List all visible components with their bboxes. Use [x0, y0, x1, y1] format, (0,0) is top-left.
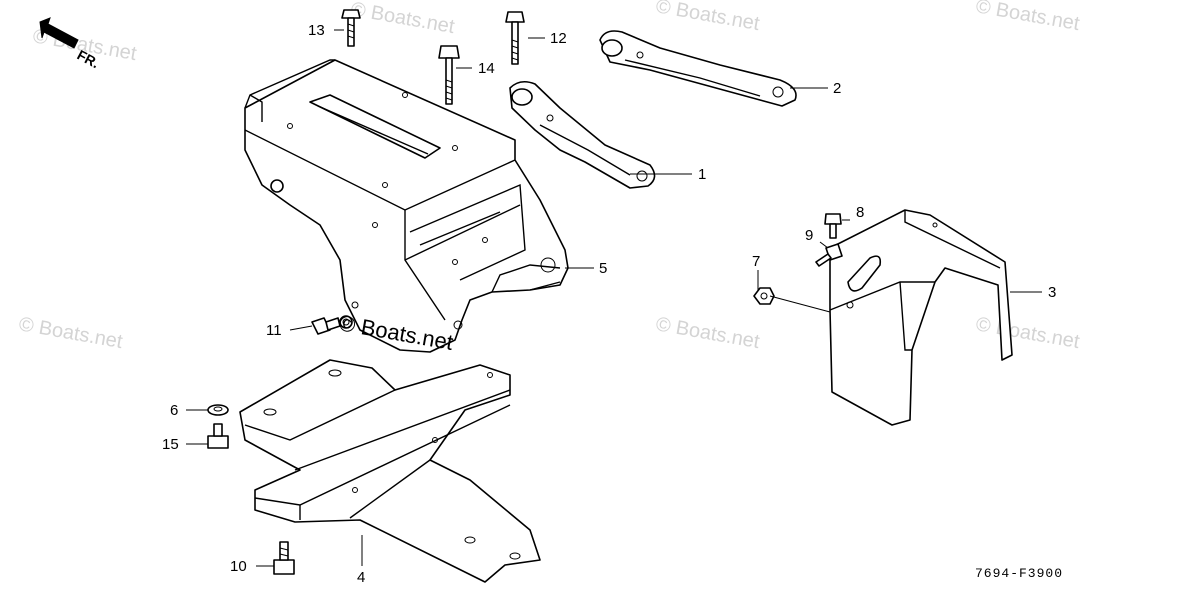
fastener-11-bolt [311, 315, 353, 335]
watermark: © Boats.net [974, 313, 1081, 353]
callout-4: 4 [357, 569, 365, 586]
fastener-8-bolt [824, 213, 842, 239]
callout-6: 6 [170, 402, 178, 419]
watermark: © Boats.net [654, 0, 761, 35]
fastener-12-bolt [505, 11, 525, 65]
callout-8: 8 [856, 204, 864, 221]
callout-3: 3 [1048, 284, 1056, 301]
fastener-14-bolt [438, 45, 460, 105]
callouts: 1 2 3 4 5 6 7 8 9 10 11 12 13 14 15 [162, 22, 1056, 586]
callout-9: 9 [805, 227, 813, 244]
part-2-link-arm [599, 30, 797, 107]
callout-14: 14 [478, 60, 495, 77]
fastener-10-bolt [273, 541, 295, 575]
part-4-mount-plate [239, 359, 541, 583]
watermark: © Boats.net [974, 0, 1081, 35]
callout-11: 11 [266, 322, 282, 339]
callout-10: 10 [230, 558, 247, 575]
callout-5: 5 [599, 260, 607, 277]
part-3-cover-guard [829, 209, 1013, 426]
fastener-7-nut [753, 287, 775, 305]
fastener-15-bolt [207, 423, 229, 449]
leader-lines [186, 29, 1042, 567]
part-1-link-arm [509, 80, 656, 189]
watermark: © Boats.net [17, 313, 124, 353]
callout-12: 12 [550, 30, 567, 47]
watermark: © Boats.net [654, 313, 761, 353]
fastener-9-bolt [815, 243, 843, 267]
callout-2: 2 [833, 80, 841, 97]
fastener-13-bolt [341, 9, 361, 47]
part-5-frame-bracket [244, 59, 569, 353]
fastener-6-washer [207, 404, 229, 416]
figure-code: 7694-F3900 [975, 566, 1063, 581]
callout-15: 15 [162, 436, 179, 453]
callout-7: 7 [752, 253, 760, 270]
callout-1: 1 [698, 166, 706, 183]
callout-13: 13 [308, 22, 325, 39]
front-arrow-icon [39, 17, 79, 49]
watermark: © Boats.net [349, 0, 456, 38]
